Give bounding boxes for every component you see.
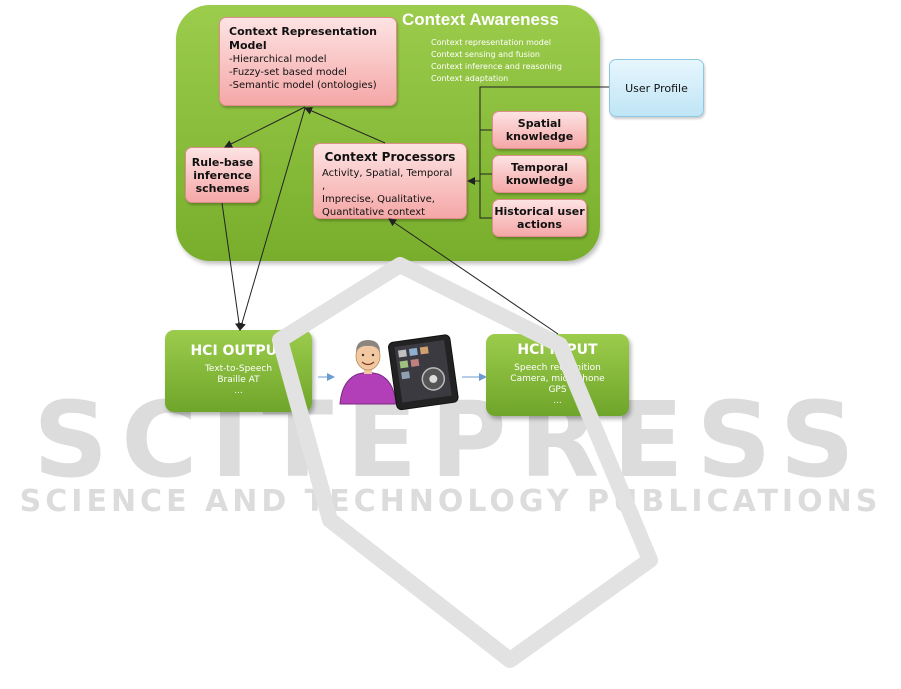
context-processors-box: Context Processors Activity, Spatial, Te… (313, 143, 467, 219)
cp-line: Quantitative context (322, 207, 426, 218)
user-profile-label: User Profile (625, 81, 688, 95)
user-profile-box: User Profile (609, 59, 704, 117)
cp-line: Activity, Spatial, Temporal , (322, 168, 453, 192)
watermark-sub: SCIENCE AND TECHNOLOGY PUBLICATIONS (19, 484, 882, 519)
rule-base-inference-box: Rule-base inference schemes (185, 147, 260, 203)
context-awareness-list: Context representation model Context sen… (431, 37, 601, 85)
hci-input-line: GPS (548, 385, 567, 395)
hci-output-line: Text-to-Speech (204, 364, 273, 374)
watermark-swoosh (272, 257, 658, 668)
sk-line: knowledge (505, 130, 574, 143)
hci-output-line: Braille AT (217, 375, 260, 385)
arrow-crm-to-rulebase (224, 106, 306, 148)
hua-line: actions (517, 218, 562, 231)
cp-line: Imprecise, Qualitative, (322, 194, 435, 205)
hci-input-line: Camera, microphone (510, 374, 605, 384)
tablet-device-icon (388, 334, 459, 411)
context-representation-model-box: Context Representation Model -Hierarchic… (219, 17, 397, 106)
connector-user-profile (479, 86, 609, 130)
arrow-rulebase-to-hci-output (221, 202, 243, 331)
context-awareness-title: Context Awareness (402, 10, 559, 29)
hci-input-line: ... (553, 396, 562, 406)
rbi-line: inference (193, 168, 252, 182)
cp-title: Context Processors (324, 150, 456, 164)
crm-item: -Hierarchical model (229, 54, 327, 65)
ca-item: Context representation model (431, 38, 552, 47)
crm-item: -Semantic model (ontologies) (229, 80, 377, 91)
ca-item: Context adaptation (431, 74, 509, 83)
hci-output-line: ... (234, 386, 243, 396)
ca-item: Context inference and reasoning (431, 62, 562, 71)
crm-item: -Fuzzy-set based model (229, 67, 347, 78)
historical-user-actions-box: Historical user actions (492, 199, 587, 237)
arrow-cp-to-crm (304, 107, 386, 144)
user-person-icon (339, 340, 397, 405)
hua-line: Historical user (494, 205, 585, 218)
spatial-knowledge-box: Spatial knowledge (492, 111, 587, 149)
arrow-hci-input-to-cp (388, 218, 559, 335)
rbi-line: Rule-base (191, 155, 254, 169)
hci-output-title: HCI OUTPUT (190, 343, 287, 359)
crm-title: Context Representation Model (229, 25, 377, 52)
arrow-crm-to-hci-output (238, 107, 306, 331)
rbi-line: schemes (195, 181, 250, 195)
ca-item: Context sensing and fusion (431, 50, 540, 59)
hci-input-line: Speech recognition (514, 363, 601, 373)
temporal-knowledge-box: Temporal knowledge (492, 155, 587, 193)
bracket-knowledge (479, 129, 492, 219)
tk-line: Temporal (510, 161, 568, 174)
sk-line: Spatial (517, 117, 562, 130)
tk-line: knowledge (505, 174, 574, 187)
